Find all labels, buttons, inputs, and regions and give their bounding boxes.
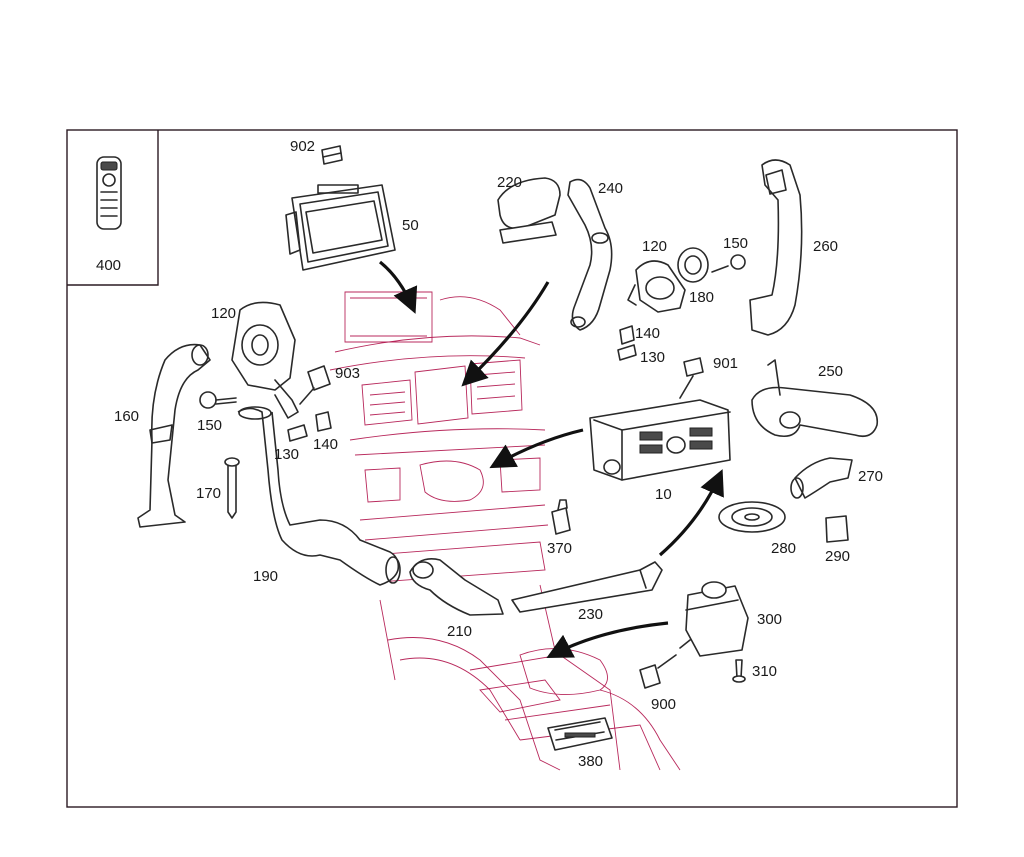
callout-10: 10 <box>655 486 672 503</box>
callout-240: 240 <box>598 180 623 197</box>
part-370-clip[interactable] <box>551 499 571 535</box>
callout-170: 170 <box>196 485 221 502</box>
diagram-frame <box>66 129 958 808</box>
callout-380: 380 <box>578 753 603 770</box>
callout-50: 50 <box>402 217 419 234</box>
callout-270: 270 <box>858 468 883 485</box>
part-220-duct[interactable] <box>497 177 561 244</box>
callout-903: 903 <box>335 365 360 382</box>
callout-140-right: 140 <box>635 325 660 342</box>
part-140-clip-right[interactable] <box>619 325 635 345</box>
callout-180: 180 <box>689 289 714 306</box>
part-150-screw-right[interactable] <box>711 254 746 273</box>
part-310-screw[interactable] <box>732 659 746 683</box>
part-160-duct[interactable] <box>137 343 211 528</box>
part-250-duct[interactable] <box>751 359 879 438</box>
callout-150-left: 150 <box>197 417 222 434</box>
callout-150-right: 150 <box>723 235 748 252</box>
callout-220: 220 <box>497 174 522 191</box>
callout-120-right: 120 <box>642 238 667 255</box>
arrow-controller-to-console <box>546 621 669 658</box>
part-230-trim[interactable] <box>511 561 663 613</box>
part-400-remote[interactable] <box>96 156 122 230</box>
callout-901: 901 <box>713 355 738 372</box>
part-900-label-tag[interactable] <box>639 654 677 689</box>
arrow-trim-to-headunit <box>658 469 724 557</box>
callout-260: 260 <box>813 238 838 255</box>
callout-250: 250 <box>818 363 843 380</box>
callout-370: 370 <box>547 540 572 557</box>
arrow-headunit-to-dash <box>489 428 584 469</box>
callout-280: 280 <box>771 540 796 557</box>
callout-310: 310 <box>752 663 777 680</box>
part-150-screw-left[interactable] <box>199 391 237 409</box>
part-240-duct[interactable] <box>567 178 613 331</box>
callout-130-left: 130 <box>274 446 299 463</box>
part-50-display[interactable] <box>285 184 396 271</box>
callout-400: 400 <box>96 257 121 274</box>
part-270-duct[interactable] <box>790 457 853 499</box>
part-140-clip-left[interactable] <box>315 411 332 432</box>
part-260-duct[interactable] <box>749 159 803 336</box>
callout-140-left: 140 <box>313 436 338 453</box>
callout-160: 160 <box>114 408 139 425</box>
part-120-blower-left[interactable] <box>231 301 299 419</box>
callout-902: 902 <box>290 138 315 155</box>
dashboard-interior <box>329 291 681 771</box>
part-120-blower-right[interactable] <box>627 260 686 313</box>
part-190-duct[interactable] <box>237 406 401 586</box>
callout-900: 900 <box>651 696 676 713</box>
arrow-duct-to-vent <box>461 281 550 387</box>
part-210-duct[interactable] <box>409 558 504 616</box>
part-902-label-tag[interactable] <box>321 145 343 165</box>
part-903-label-tag[interactable] <box>299 365 331 405</box>
part-380-holder[interactable] <box>547 717 613 751</box>
callout-190: 190 <box>253 568 278 585</box>
part-300-controller[interactable] <box>679 581 749 657</box>
callout-120-left: 120 <box>211 305 236 322</box>
callout-210: 210 <box>447 623 472 640</box>
part-130-clip-right[interactable] <box>617 344 637 361</box>
assembly-arrows <box>378 260 724 658</box>
part-10-head-unit[interactable] <box>589 399 731 481</box>
inset-frame <box>67 130 159 286</box>
callout-290: 290 <box>825 548 850 565</box>
callout-130-right: 130 <box>640 349 665 366</box>
callout-300: 300 <box>757 611 782 628</box>
part-170-bolt[interactable] <box>224 457 240 519</box>
callout-230: 230 <box>578 606 603 623</box>
part-130-clip-left[interactable] <box>287 424 308 442</box>
part-280-disc[interactable] <box>718 501 786 533</box>
callout-labels: 400 902 50 220 240 120 150 260 180 140 1… <box>96 138 883 770</box>
part-180-ring[interactable] <box>677 247 709 283</box>
part-901-label-tag[interactable] <box>679 357 704 399</box>
arrow-display-to-dash <box>378 260 418 314</box>
part-290-card[interactable] <box>825 515 849 543</box>
